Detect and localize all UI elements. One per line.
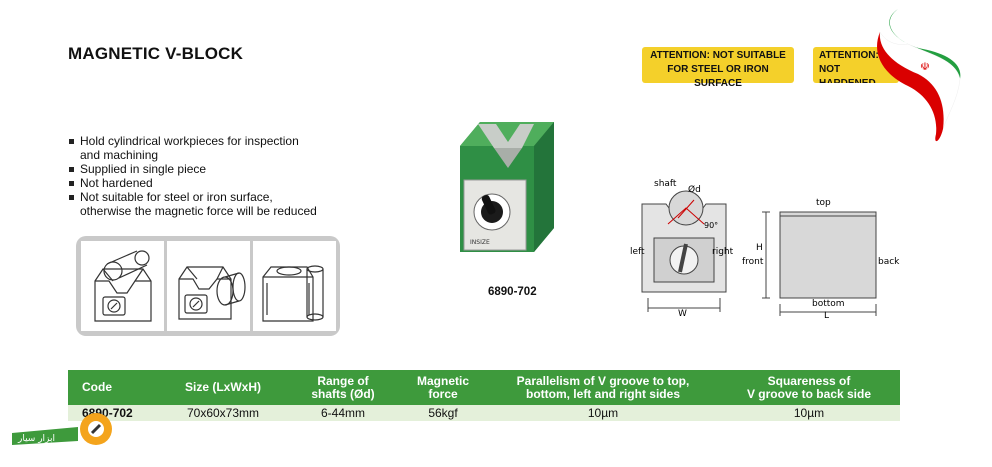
attention-line-2: FOR STEEL OR IRON SURFACE (667, 64, 769, 89)
usage-pictograms (76, 236, 340, 336)
angle-label: 90° (704, 221, 718, 230)
front-label: front (742, 257, 764, 267)
top-label: top (816, 198, 831, 208)
v-block-product-image: INSIZE (460, 122, 554, 252)
header-code: Code (68, 370, 158, 405)
right-label: right (712, 247, 734, 257)
side-view-diagram: top H front back bottom L (742, 198, 900, 320)
attention-line-1: ATTENTION: (819, 50, 879, 61)
feature-item: Not suitable for steel or iron surface,o… (68, 190, 317, 218)
cell-range: 6-44mm (288, 405, 398, 421)
table-row: 6890-702 70x60x73mm 6-44mm 56kgf 10µm 10… (68, 405, 900, 421)
brand-logo: ابزار سیار (12, 413, 112, 445)
bottom-label: bottom (812, 299, 845, 309)
attention-line-2: NOT HARDENED (819, 64, 876, 83)
cell-force: 56kgf (398, 405, 488, 421)
feature-item: Hold cylindrical workpieces for inspecti… (68, 134, 317, 162)
diameter-label: Ød (688, 184, 701, 195)
width-label: W (678, 309, 687, 319)
cell-parallelism: 10µm (488, 405, 718, 421)
back-label: back (878, 257, 900, 267)
feature-item: Not hardened (68, 176, 317, 190)
header-parallelism: Parallelism of V groove to top,bottom, l… (488, 370, 718, 405)
attention-line-1: ATTENTION: NOT SUITABLE (650, 50, 786, 61)
v-block-upright-icon (262, 265, 324, 322)
height-label: H (756, 243, 763, 253)
flag-icon: ☫ (877, 9, 961, 142)
length-label: L (824, 311, 829, 320)
svg-text:INSIZE: INSIZE (470, 239, 490, 246)
feature-list: Hold cylindrical workpieces for inspecti… (68, 134, 317, 218)
logo-text: ابزار سیار (17, 434, 55, 444)
cell-squareness: 10µm (718, 405, 900, 421)
pictogram-cylinder-side (167, 241, 250, 331)
front-view-diagram: shaft Ød 90° left right W (630, 179, 734, 319)
svg-text:☫: ☫ (920, 60, 930, 73)
shaft-label: shaft (654, 179, 677, 189)
v-block-side-icon (178, 266, 246, 320)
feature-item: Supplied in single piece (68, 162, 317, 176)
model-label: 6890-702 (488, 286, 537, 298)
header-size: Size (LxWxH) (158, 370, 288, 405)
pictogram-cylinder-held (81, 241, 164, 331)
left-label: left (630, 247, 645, 257)
attention-badge-surface: ATTENTION: NOT SUITABLE FOR STEEL OR IRO… (642, 47, 794, 89)
pictogram-cylinder-upright (253, 241, 336, 331)
v-block-cylinder-icon (94, 250, 152, 322)
cell-size: 70x60x73mm (158, 405, 288, 421)
page-title: MAGNETIC V-BLOCK (68, 44, 244, 63)
